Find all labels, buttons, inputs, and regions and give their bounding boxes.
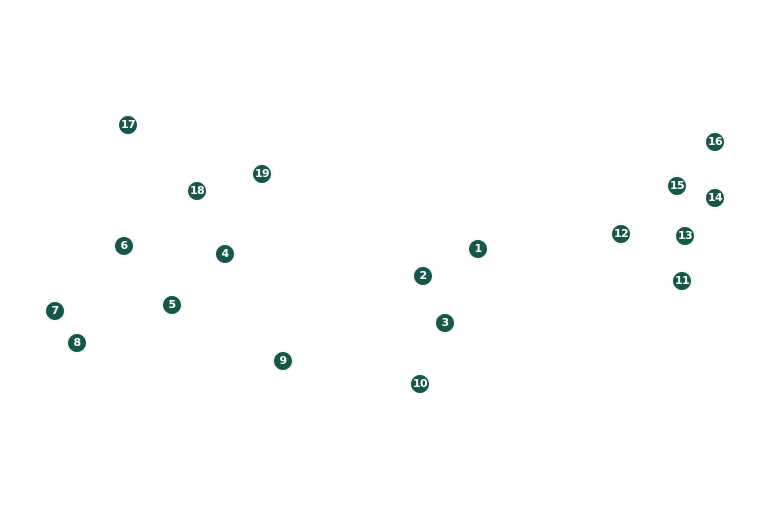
map-marker-6[interactable]: 6 [114,236,134,256]
map-marker-17[interactable]: 17 [118,115,138,135]
map-marker-9[interactable]: 9 [273,351,293,371]
map-marker-4[interactable]: 4 [215,244,235,264]
map-marker-5[interactable]: 5 [162,295,182,315]
map-marker-18[interactable]: 18 [187,181,207,201]
map-marker-12[interactable]: 12 [611,224,631,244]
map-marker-11[interactable]: 11 [672,271,692,291]
map-marker-1[interactable]: 1 [468,239,488,259]
map-marker-3[interactable]: 3 [435,313,455,333]
map-marker-15[interactable]: 15 [667,176,687,196]
map-marker-10[interactable]: 10 [410,374,430,394]
map-marker-19[interactable]: 19 [252,164,272,184]
map-marker-2[interactable]: 2 [413,266,433,286]
map-marker-7[interactable]: 7 [45,301,65,321]
map-marker-8[interactable]: 8 [67,333,87,353]
map-marker-16[interactable]: 16 [705,132,725,152]
map-marker-14[interactable]: 14 [705,188,725,208]
map-marker-13[interactable]: 13 [675,226,695,246]
